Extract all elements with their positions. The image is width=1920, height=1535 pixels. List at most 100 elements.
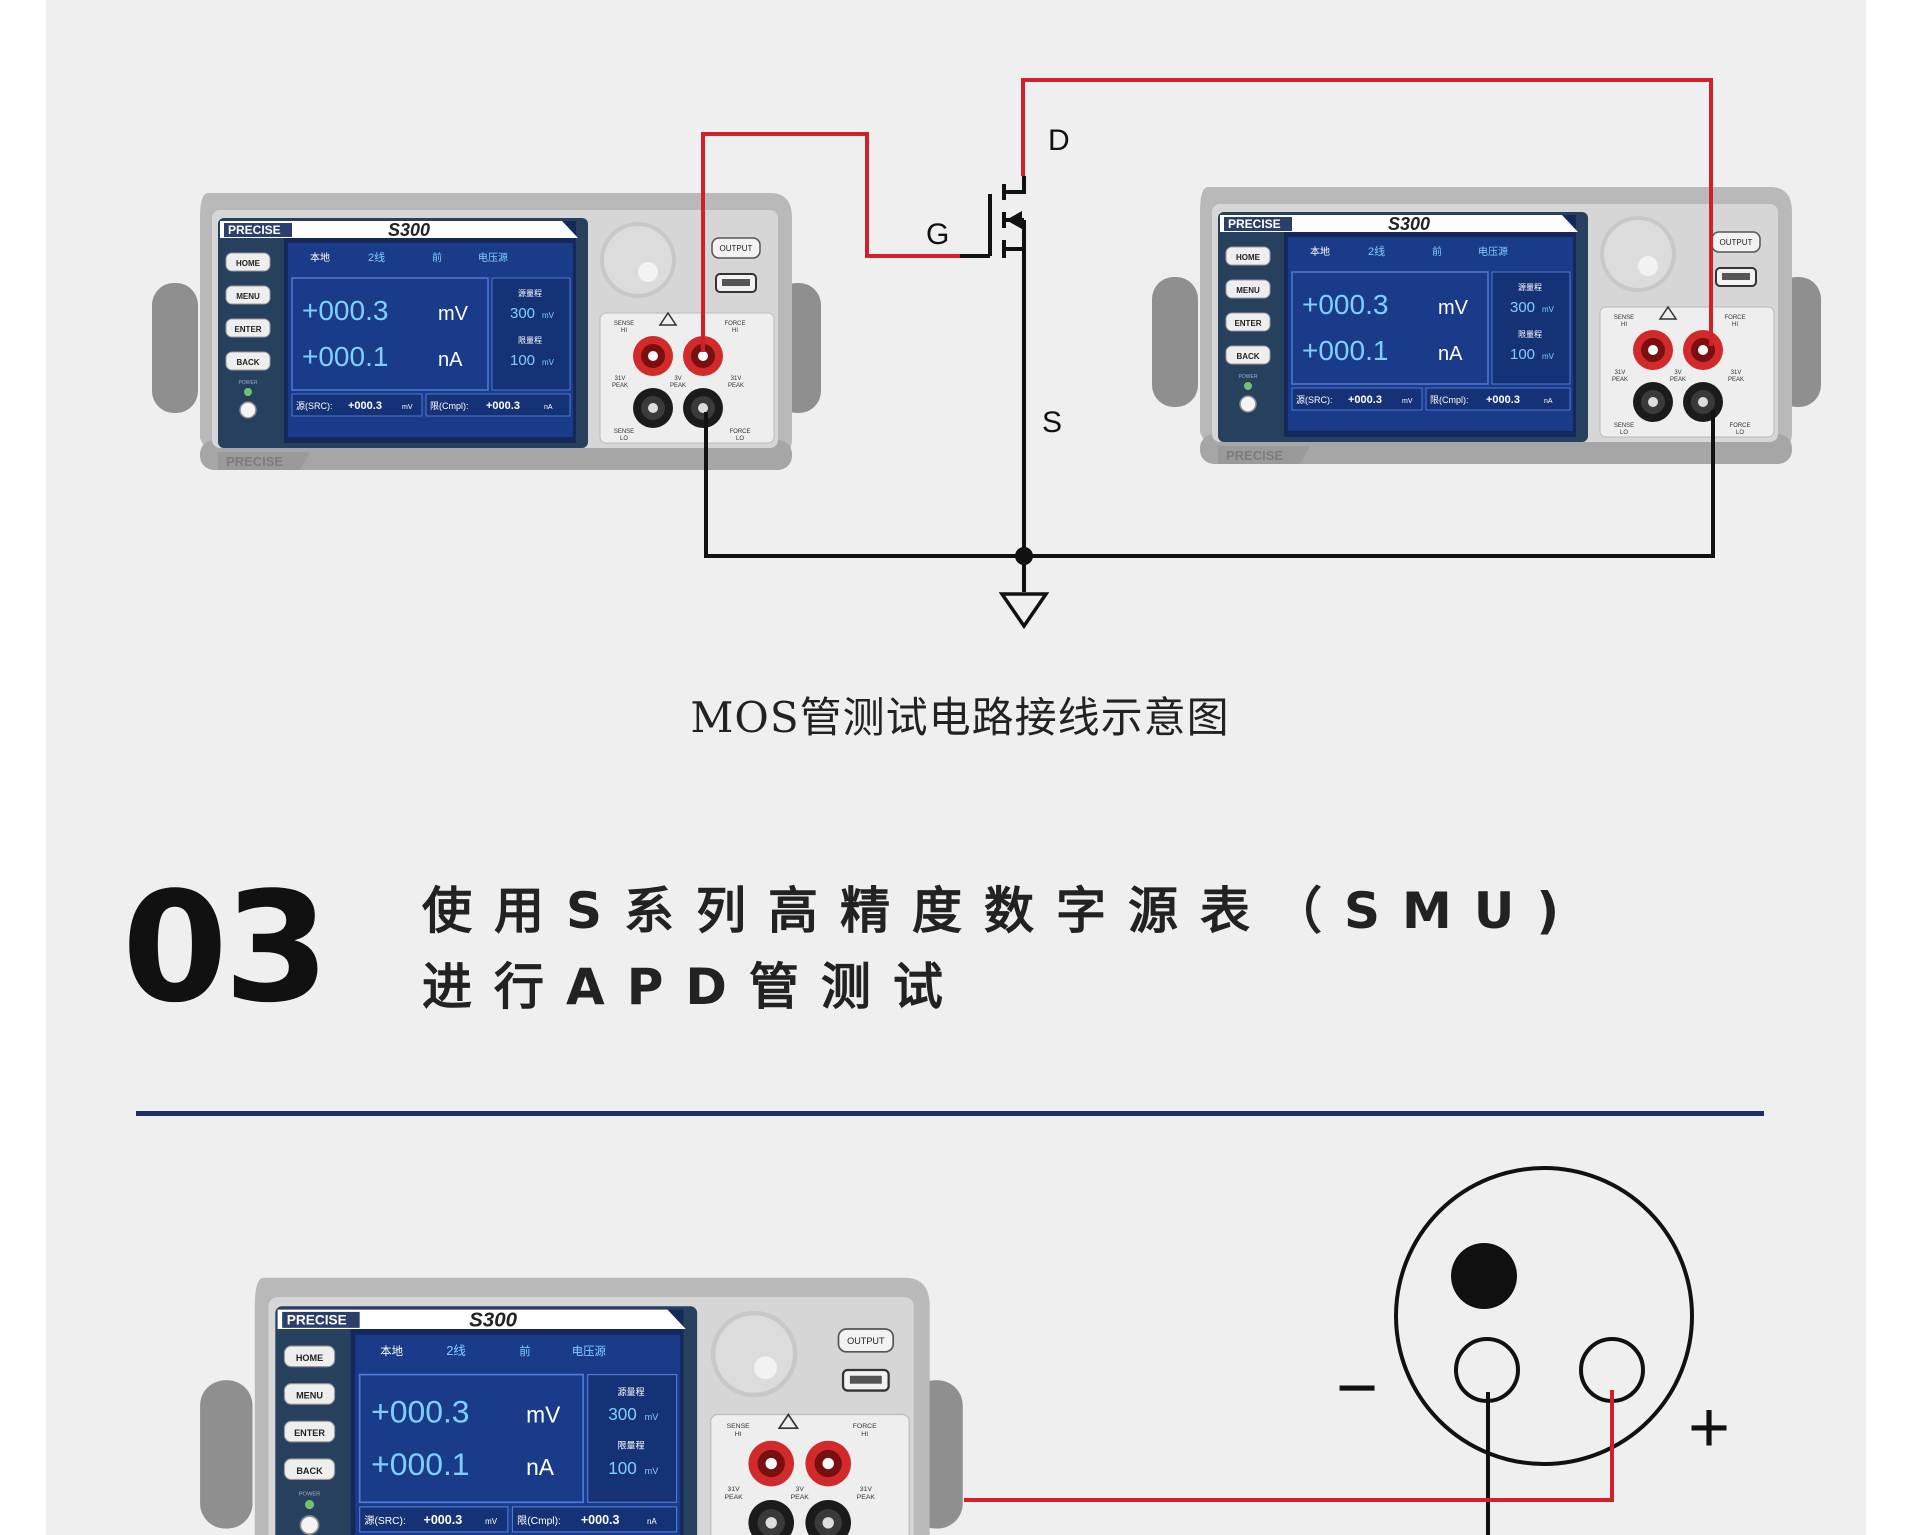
terminal-label: LO [620,436,628,442]
terminal-label: SENSE [727,1423,751,1430]
terminal-label: PEAK [612,383,628,389]
enter-button[interactable]: ENTER [294,1428,325,1438]
output-button[interactable]: OUTPUT [720,244,753,253]
terminal-label: 31V [728,1486,741,1493]
terminal-label: HI [735,1431,742,1438]
src-range-value: 300 [1510,299,1535,316]
drain-label: D [1048,124,1070,157]
src-footer-label: 源(SRC): [296,401,333,411]
terminal-label: PEAK [670,383,686,389]
src-range-label: 源量程 [617,1387,644,1397]
src-footer-label: 源(SRC): [1296,395,1333,405]
src-range-label: 源量程 [518,289,542,298]
power-label: POWER [299,1491,321,1497]
terminal-label: 31V [1731,370,1742,376]
menu-button[interactable]: MENU [236,292,260,301]
terminal-label: 31V [615,376,626,382]
status-wire: 2线 [446,1344,466,1358]
terminal-label: HI [1732,322,1738,328]
voltage-reading: +000.3 [302,295,388,326]
lim-range-label: 限量程 [1518,330,1542,339]
src-footer-value: +000.3 [424,1513,463,1527]
cmpl-footer-label: 限(Cmpl): [430,401,469,411]
terminal-label: 3V [796,1486,805,1493]
status-local: 本地 [310,251,330,264]
cmpl-footer-value: +000.3 [486,400,520,412]
section-title-line2: 进行APD管测试 [422,958,965,1016]
terminal-label: 3V [674,376,681,382]
terminal-label: HI [621,328,627,334]
terminal-label: FORCE [853,1423,877,1430]
model-label: S300 [1388,214,1430,234]
enter-button[interactable]: ENTER [234,325,261,334]
smu-instrument-right-labels: PRECISE S300 HOME MENU ENTER BACK POWER … [1226,214,1753,463]
status-front: 前 [519,1344,530,1358]
home-button[interactable]: HOME [236,259,261,268]
status-front: 前 [432,251,442,264]
src-range-unit: mV [1542,305,1555,314]
apd-plus-label: + [1688,1388,1730,1468]
src-footer-label: 源(SRC): [364,1514,406,1527]
terminal-label: PEAK [728,383,744,389]
terminal-label: PEAK [857,1494,876,1501]
terminal-label: FORCE [1725,315,1746,321]
terminal-label: FORCE [1730,423,1751,429]
brand-label: PRECISE [287,1312,347,1327]
src-footer-value: +000.3 [348,400,382,412]
terminal-label: PEAK [791,1494,810,1501]
src-footer-unit: mV [485,1517,498,1526]
apd-minus-label: − [1336,1348,1378,1428]
lim-range-value: 100 [510,352,535,369]
diagram-caption: MOS管测试电路接线示意图 [690,693,1230,742]
source-label: S [1042,406,1062,439]
src-footer-value: +000.3 [1348,394,1382,406]
src-range-unit: mV [542,311,555,320]
status-local: 本地 [1310,245,1330,258]
back-button[interactable]: BACK [236,358,259,367]
section-divider [136,1111,1764,1116]
drain-wire [1021,78,1713,346]
terminal-label: PEAK [724,1494,743,1501]
smu-instrument-bottom-labels: PRECISE S300 HOME MENU ENTER BACK POWER … [287,1309,885,1527]
status-front: 前 [1432,245,1442,258]
section-title-line1: 使用S系列高精度数字源表（SMU) [422,882,1582,940]
voltage-reading: +000.3 [371,1393,469,1429]
src-range-value: 300 [510,305,535,322]
output-button[interactable]: OUTPUT [847,1336,885,1346]
back-button[interactable]: BACK [1236,352,1259,361]
model-label: S300 [388,220,430,240]
terminal-label: PEAK [1670,377,1686,383]
status-wire: 2线 [1368,244,1385,258]
menu-button[interactable]: MENU [296,1391,323,1401]
terminal-label: LO [1620,430,1628,436]
brand-label: PRECISE [228,223,281,237]
back-button[interactable]: BACK [296,1466,323,1476]
menu-button[interactable]: MENU [1236,286,1260,295]
home-button[interactable]: HOME [296,1353,323,1363]
current-unit: nA [1438,343,1463,365]
brand-label: PRECISE [1228,217,1281,231]
current-reading: +000.1 [1302,335,1388,366]
lim-range-label: 限量程 [518,336,542,345]
terminal-label: LO [736,436,744,442]
ground-symbol [998,592,1050,630]
lim-range-unit: mV [1542,352,1555,361]
terminal-label: HI [861,1431,868,1438]
terminal-label: 31V [860,1486,873,1493]
lim-range-value: 100 [1510,346,1535,363]
status-source: 电压源 [1478,245,1508,258]
embossed-brand: PRECISE [226,454,283,469]
cmpl-footer-unit: nA [1544,398,1553,405]
output-button[interactable]: OUTPUT [1720,238,1753,247]
ground-junction [1015,547,1033,565]
terminal-label: SENSE [614,429,634,435]
terminal-label: SENSE [1614,315,1634,321]
terminal-label: PEAK [1728,377,1744,383]
current-unit: nA [526,1454,555,1480]
terminal-label: PEAK [1612,377,1628,383]
mosfet-symbol [960,176,1026,552]
home-button[interactable]: HOME [1236,253,1261,262]
enter-button[interactable]: ENTER [1234,319,1261,328]
terminal-label: LO [1736,430,1744,436]
